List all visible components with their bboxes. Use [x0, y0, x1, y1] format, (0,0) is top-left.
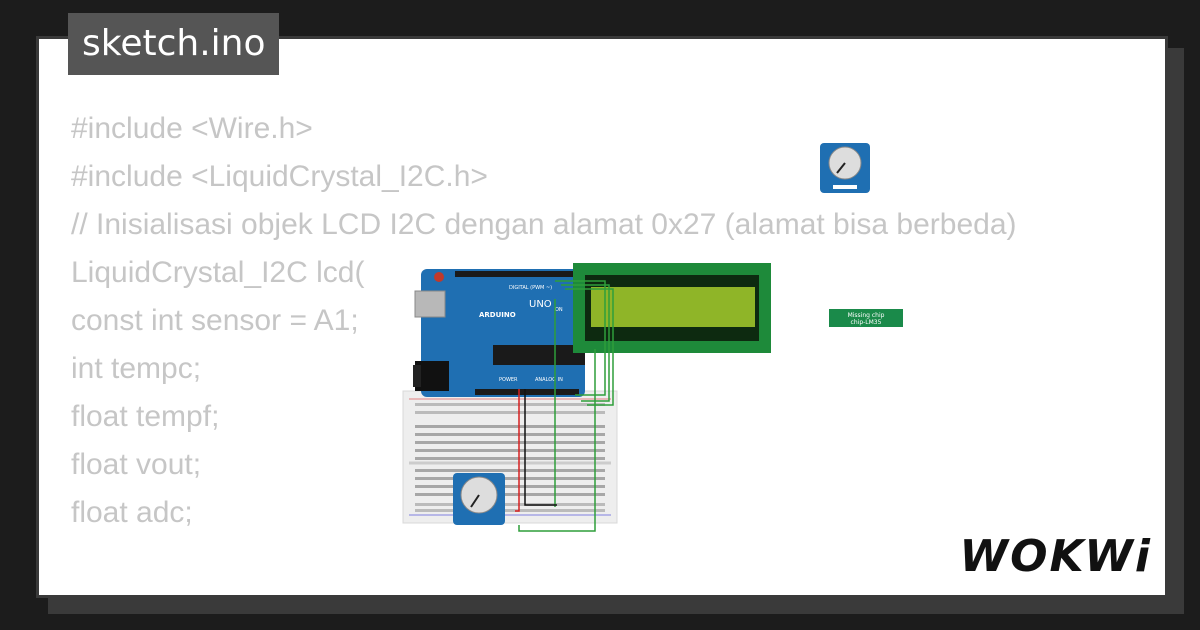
- code-line: float adc;: [71, 496, 193, 529]
- chip-line-1: Missing chip: [848, 312, 885, 319]
- code-line: float vout;: [71, 448, 202, 481]
- code-line: #include <Wire.h>: [71, 112, 313, 145]
- breadboard: [402, 390, 618, 524]
- uno-label: UNO: [529, 299, 552, 310]
- circuit-diagram: DIGITAL (PWM ~) ARDUINO UNO ON POWER ANA…: [402, 143, 903, 532]
- missing-chip: Missing chip chip-LM35: [829, 309, 903, 327]
- code-line: int tempc;: [71, 352, 202, 385]
- preview-card: #include <Wire.h> #include <LiquidCrystal…: [36, 36, 1168, 598]
- code-line: #include <LiquidCrystal_I2C.h>: [71, 160, 488, 193]
- chip-line-2: chip-LM35: [851, 319, 882, 326]
- potentiometer-breadboard[interactable]: [453, 473, 505, 525]
- code-line: void setup() {: [71, 585, 1017, 595]
- analog-label: ANALOG IN: [535, 377, 563, 383]
- code-line: const int sensor = A1;: [71, 304, 359, 337]
- code-line: // Inisialisasi objek LCD I2C dengan ala…: [71, 208, 1017, 241]
- potentiometer-top[interactable]: [820, 143, 870, 193]
- arduino-logo: ARDUINO: [479, 311, 516, 319]
- code-line: LiquidCrystal_I2C lcd(: [71, 256, 365, 289]
- code-preview: #include <Wire.h> #include <LiquidCrystal…: [71, 105, 1017, 595]
- code-line: float tempf;: [71, 400, 220, 433]
- sketch-title: sketch.ino: [68, 13, 280, 75]
- lcd-display: [573, 263, 771, 353]
- on-label: ON: [555, 307, 563, 313]
- power-label: POWER: [499, 377, 518, 383]
- arduino-uno-board: DIGITAL (PWM ~) ARDUINO UNO ON POWER ANA…: [413, 269, 585, 397]
- wokwi-logo: WOKWi: [959, 531, 1152, 582]
- digital-label: DIGITAL (PWM ~): [509, 285, 552, 291]
- wires: [515, 280, 614, 532]
